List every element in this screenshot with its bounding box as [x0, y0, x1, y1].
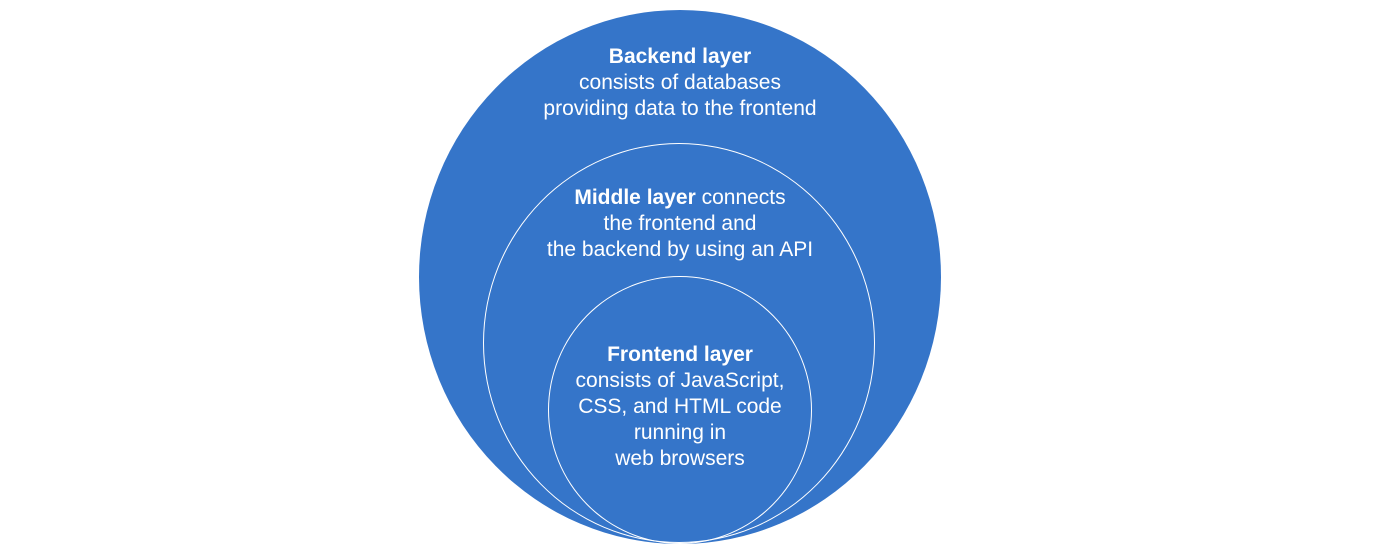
backend-layer-title: Backend layer	[608, 45, 752, 68]
frontend-layer-desc-line3: running in	[633, 421, 727, 444]
frontend-layer-circle	[548, 276, 812, 544]
backend-layer-label: Backend layer consists of databases prov…	[480, 44, 880, 122]
backend-layer-desc-line1: consists of databases	[579, 71, 781, 94]
middle-layer-title: Middle layer	[574, 186, 696, 209]
frontend-layer-label: Frontend layer consists of JavaScript, C…	[530, 342, 830, 472]
middle-layer-desc-line1: connects	[695, 186, 786, 209]
middle-layer-label: Middle layer connects the frontend and t…	[480, 185, 880, 263]
middle-layer-desc-line3: the backend by using an API	[546, 238, 814, 261]
frontend-layer-desc-line2: CSS, and HTML code	[578, 395, 782, 418]
frontend-layer-title: Frontend layer	[607, 343, 753, 366]
middle-layer-desc-line2: the frontend and	[603, 212, 757, 235]
backend-layer-desc-line2: providing data to the frontend	[543, 97, 817, 120]
frontend-layer-desc-line4: web browsers	[615, 447, 745, 470]
frontend-layer-desc-line1: consists of JavaScript,	[575, 369, 785, 392]
